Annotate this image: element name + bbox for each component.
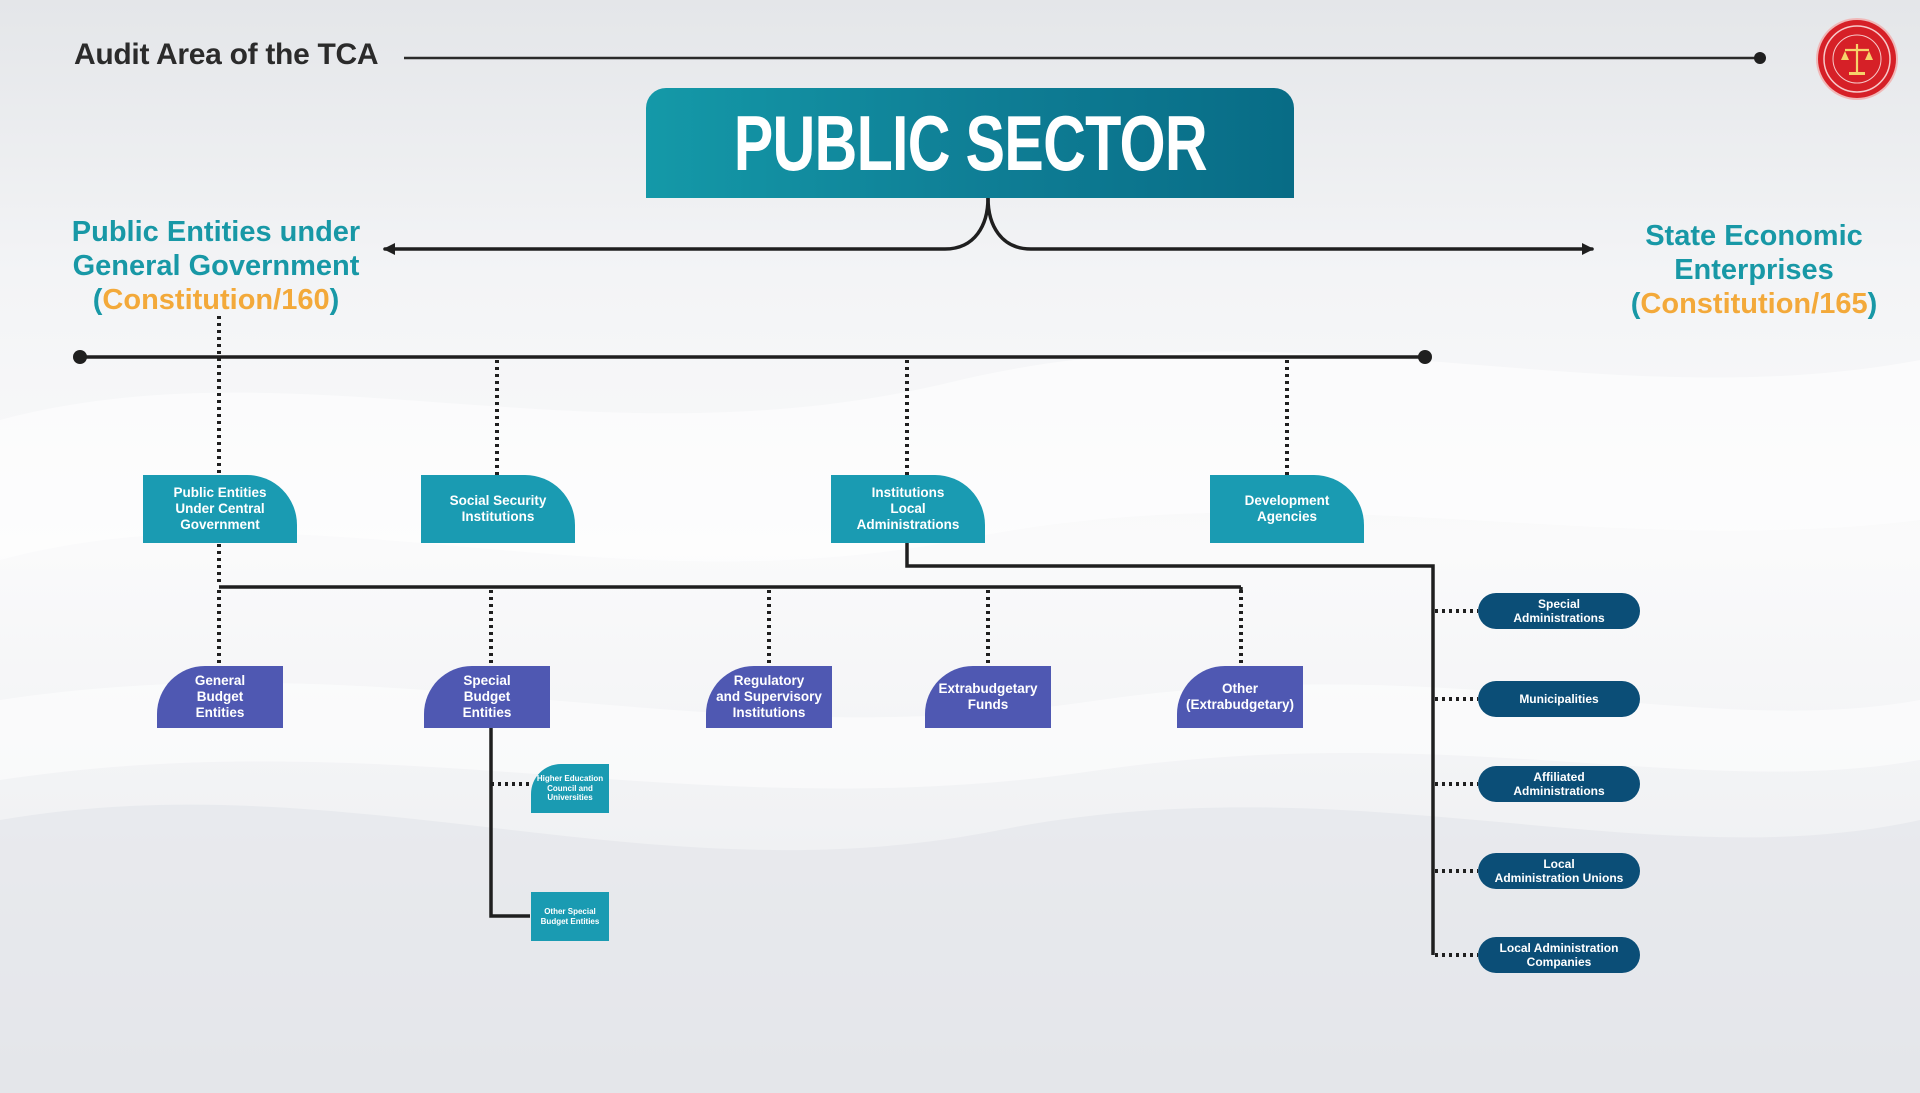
left-branch-constitution: Constitution/160 [102, 284, 330, 316]
node-development-agencies: Development Agencies [1210, 475, 1364, 543]
node-other-special-budget: Other Special Budget Entities [531, 892, 609, 941]
node-higher-education: Higher Education Council and Universitie… [531, 764, 609, 813]
left-branch-line1: Public Entities under [71, 216, 361, 248]
node-extrabudgetary-funds: Extrabudgetary Funds [925, 666, 1051, 728]
left-branch-ref: (Constitution/160) [92, 284, 340, 316]
left-branch-line2: General Government [72, 250, 360, 282]
node-special-budget-entities: Special Budget Entities [424, 666, 550, 728]
left-branch-heading: Public Entities under General Government… [66, 215, 366, 317]
right-branch-line1: State Economic [1645, 220, 1863, 252]
node-municipalities: Municipalities [1478, 681, 1640, 717]
node-general-budget-entities: General Budget Entities [157, 666, 283, 728]
node-affiliated-administrations: Affiliated Administrations [1478, 766, 1640, 802]
court-of-accounts-seal-icon [1818, 20, 1896, 98]
right-branch-constitution: Constitution/165 [1640, 288, 1868, 320]
page-title: Audit Area of the TCA [74, 38, 379, 71]
right-branch-heading: State Economic Enterprises (Constitution… [1614, 219, 1894, 321]
node-central-government: Public Entities Under Central Government [143, 475, 297, 543]
right-branch-line2: Enterprises [1674, 254, 1834, 286]
public-sector-banner: PUBLIC SECTOR [646, 88, 1294, 198]
node-social-security: Social Security Institutions [421, 475, 575, 543]
node-local-administration-unions: Local Administration Unions [1478, 853, 1640, 889]
right-branch-ref: (Constitution/165) [1630, 288, 1878, 320]
node-regulatory-institutions: Regulatory and Supervisory Institutions [706, 666, 832, 728]
node-other-extrabudgetary: Other (Extrabudgetary) [1177, 666, 1303, 728]
node-local-administrations: Institutions Local Administrations [831, 475, 985, 543]
node-local-administration-companies: Local Administration Companies [1478, 937, 1640, 973]
node-special-administrations: Special Administrations [1478, 593, 1640, 629]
banner-title: PUBLIC SECTOR [733, 98, 1207, 187]
